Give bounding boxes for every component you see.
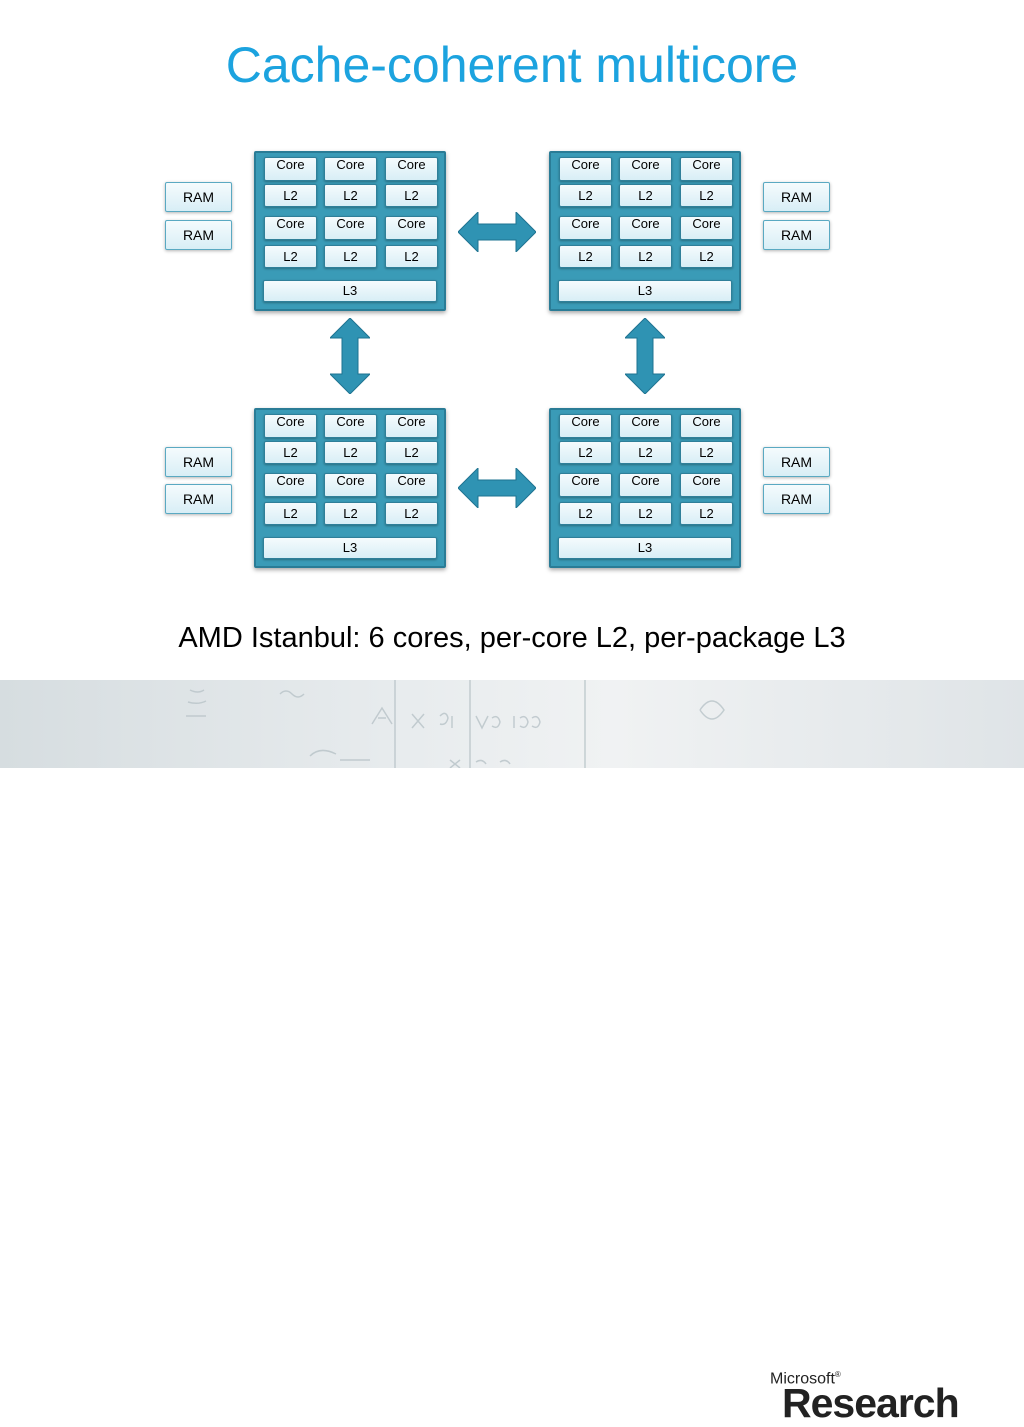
core-2: Core xyxy=(324,414,377,438)
core-6: Core xyxy=(385,216,438,240)
core-1: Core xyxy=(264,414,317,438)
core-4: Core xyxy=(559,473,612,497)
l2-cache-6: L2 xyxy=(385,245,438,268)
ram-right-top-2: RAM xyxy=(763,220,830,250)
core-5: Core xyxy=(619,473,672,497)
bidirectional-arrow-left xyxy=(330,318,370,394)
slide-title: Cache-coherent multicore xyxy=(225,37,799,93)
l2-cache-1: L2 xyxy=(559,441,612,464)
ram-right-top-1: RAM xyxy=(763,182,830,212)
core-4: Core xyxy=(264,473,317,497)
l2-cache-3: L2 xyxy=(680,441,733,464)
l3-cache: L3 xyxy=(558,537,732,559)
core-4: Core xyxy=(559,216,612,240)
ram-left-top-1: RAM xyxy=(165,182,232,212)
ram-left-bottom-1: RAM xyxy=(165,447,232,477)
core-1: Core xyxy=(559,157,612,181)
whiteboard-scribbles xyxy=(186,680,725,768)
ram-right-bottom-1: RAM xyxy=(763,447,830,477)
core-2: Core xyxy=(324,157,377,181)
l2-cache-2: L2 xyxy=(619,184,672,207)
l2-cache-6: L2 xyxy=(680,502,733,525)
slide-caption: AMD Istanbul: 6 cores, per-core L2, per-… xyxy=(178,622,846,654)
l2-cache-5: L2 xyxy=(619,245,672,268)
bidirectional-arrow-right xyxy=(625,318,665,394)
core-6: Core xyxy=(680,473,733,497)
core-1: Core xyxy=(559,414,612,438)
core-2: Core xyxy=(619,414,672,438)
ram-right-bottom-2: RAM xyxy=(763,484,830,514)
bidirectional-arrow-top xyxy=(458,212,536,252)
l2-cache-4: L2 xyxy=(559,502,612,525)
core-3: Core xyxy=(680,414,733,438)
l3-cache: L3 xyxy=(263,280,437,302)
l2-cache-6: L2 xyxy=(680,245,733,268)
ram-left-bottom-2: RAM xyxy=(165,484,232,514)
core-4: Core xyxy=(264,216,317,240)
l2-cache-1: L2 xyxy=(264,184,317,207)
core-5: Core xyxy=(619,216,672,240)
core-3: Core xyxy=(680,157,733,181)
core-2: Core xyxy=(619,157,672,181)
l2-cache-4: L2 xyxy=(559,245,612,268)
l3-cache: L3 xyxy=(558,280,732,302)
research-logo-text: Research xyxy=(782,1380,960,1426)
ram-left-top-2: RAM xyxy=(165,220,232,250)
core-3: Core xyxy=(385,157,438,181)
l2-cache-6: L2 xyxy=(385,502,438,525)
l2-cache-4: L2 xyxy=(264,245,317,268)
whiteboard-background-band: Microsoft® Research xyxy=(0,680,1024,1426)
l2-cache-5: L2 xyxy=(619,502,672,525)
l2-cache-2: L2 xyxy=(324,184,377,207)
l2-cache-2: L2 xyxy=(619,441,672,464)
bidirectional-arrow-bottom xyxy=(458,468,536,508)
l3-cache: L3 xyxy=(263,537,437,559)
core-3: Core xyxy=(385,414,438,438)
core-1: Core xyxy=(264,157,317,181)
l2-cache-5: L2 xyxy=(324,502,377,525)
core-5: Core xyxy=(324,216,377,240)
l2-cache-1: L2 xyxy=(559,184,612,207)
l2-cache-4: L2 xyxy=(264,502,317,525)
l2-cache-3: L2 xyxy=(680,184,733,207)
l2-cache-3: L2 xyxy=(385,441,438,464)
core-6: Core xyxy=(680,216,733,240)
core-5: Core xyxy=(324,473,377,497)
l2-cache-3: L2 xyxy=(385,184,438,207)
l2-cache-5: L2 xyxy=(324,245,377,268)
core-6: Core xyxy=(385,473,438,497)
l2-cache-2: L2 xyxy=(324,441,377,464)
l2-cache-1: L2 xyxy=(264,441,317,464)
